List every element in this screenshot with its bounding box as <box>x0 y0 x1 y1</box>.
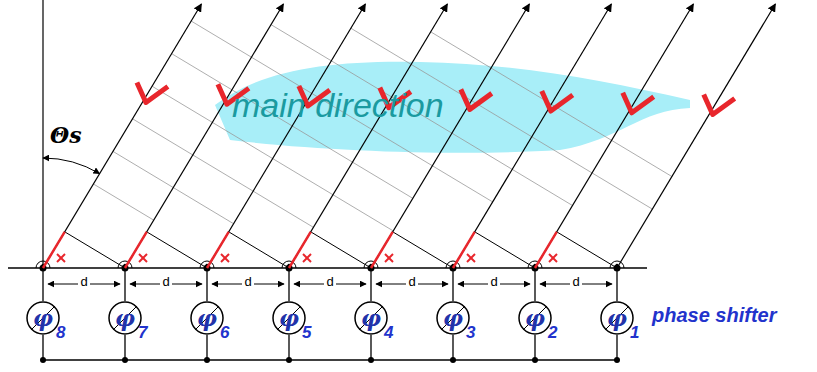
angle-label: Θs <box>50 122 82 148</box>
angle-arc <box>43 158 100 174</box>
antenna-symbol <box>623 93 654 113</box>
feed-wire <box>124 335 125 360</box>
wavefront-perpendicular <box>311 232 371 268</box>
callout-number: 7 <box>138 323 147 343</box>
feed-wire <box>452 335 453 360</box>
path-difference-mark <box>467 254 475 262</box>
path-difference-mark <box>549 254 557 262</box>
feed-wire <box>452 268 453 301</box>
callout-number: 5 <box>302 323 311 343</box>
callout-number: 6 <box>220 323 229 343</box>
path-difference-mark <box>303 254 311 262</box>
antenna-symbol <box>461 89 492 109</box>
wavefront-perpendicular <box>557 232 617 268</box>
wavefront-perpendicular <box>65 232 125 268</box>
feed-wire <box>42 268 43 301</box>
path-difference <box>207 232 229 268</box>
feed-wire <box>206 268 207 301</box>
spacing-label: d <box>406 274 417 289</box>
path-difference-mark <box>57 254 65 262</box>
radiation-ray <box>453 4 611 268</box>
spacing-label: d <box>242 274 253 289</box>
phase-symbol: φ <box>26 301 60 335</box>
path-difference <box>125 232 147 268</box>
path-difference-mark <box>385 254 393 262</box>
spacing-label: d <box>78 274 89 289</box>
phase-shifter: φ6 <box>190 301 224 335</box>
wavefront-line <box>93 184 153 220</box>
phase-symbol: φ <box>108 301 142 335</box>
phase-symbol: φ <box>436 301 470 335</box>
main-direction-label: main direction <box>232 86 444 125</box>
feed-wire <box>206 335 207 360</box>
phase-symbol: φ <box>354 301 388 335</box>
path-difference <box>453 232 475 268</box>
feed-wire <box>42 335 43 360</box>
feed-wire <box>616 335 617 360</box>
path-difference-mark <box>139 254 147 262</box>
wavefront-line <box>191 21 492 202</box>
array-baseline <box>8 267 647 269</box>
antenna-symbol <box>137 83 168 103</box>
spacing-label: d <box>324 274 335 289</box>
path-difference-mark <box>57 254 65 262</box>
wavefront-perpendicular <box>229 232 289 268</box>
path-difference <box>289 232 311 268</box>
callout-number: 8 <box>56 323 65 343</box>
feed-wire <box>616 268 617 301</box>
spacing-label: d <box>570 274 581 289</box>
phase-symbol: φ <box>190 301 224 335</box>
feed-wire <box>534 268 535 301</box>
feed-wire <box>124 268 125 301</box>
callout-number: 4 <box>384 323 393 343</box>
phase-symbol: φ <box>272 301 306 335</box>
bus-line <box>43 359 617 360</box>
wavefront-perpendicular <box>393 232 453 268</box>
reference-axis <box>42 0 43 268</box>
path-difference-mark <box>221 254 229 262</box>
path-difference-mark <box>467 254 475 262</box>
radiation-ray <box>535 4 693 268</box>
phase-shifter: φ8 <box>26 301 60 335</box>
radiation-ray <box>125 4 283 268</box>
path-difference-mark <box>221 254 229 262</box>
wavefront-perpendicular <box>475 232 535 268</box>
callout-number: 1 <box>630 323 639 343</box>
phase-shifter: φ3 <box>436 301 470 335</box>
wavefront-perpendicular <box>147 232 207 268</box>
path-difference <box>43 232 65 268</box>
phase-shifter: φ7 <box>108 301 142 335</box>
spacing-label: d <box>488 274 499 289</box>
feed-wire <box>370 268 371 301</box>
phase-shifter: φ2 <box>518 301 552 335</box>
radiation-ray <box>617 4 775 268</box>
callout-number: 3 <box>466 323 475 343</box>
phase-shifter: φ4 <box>354 301 388 335</box>
path-difference-mark <box>549 254 557 262</box>
path-difference-mark <box>303 254 311 262</box>
phase-shifter-label: phase shifter <box>652 304 776 327</box>
path-difference <box>535 232 557 268</box>
phase-symbol: φ <box>518 301 552 335</box>
radiation-ray <box>371 4 529 268</box>
feed-wire <box>534 335 535 360</box>
radiation-ray <box>43 4 201 268</box>
radiation-ray <box>207 4 365 268</box>
phase-shifter: φ5 <box>272 301 306 335</box>
feed-wire <box>370 335 371 360</box>
path-difference <box>371 232 393 268</box>
antenna-symbol <box>542 91 573 111</box>
spacing-label: d <box>160 274 171 289</box>
phase-shifter: φ1 <box>600 301 634 335</box>
main-direction-highlight <box>215 62 690 153</box>
path-difference-mark <box>139 254 147 262</box>
feed-wire <box>288 268 289 301</box>
path-difference-mark <box>385 254 393 262</box>
feed-wire <box>288 335 289 360</box>
antenna-symbol <box>704 95 735 115</box>
callout-number: 2 <box>548 323 557 343</box>
radiation-ray <box>289 4 447 268</box>
phase-symbol: φ <box>600 301 634 335</box>
